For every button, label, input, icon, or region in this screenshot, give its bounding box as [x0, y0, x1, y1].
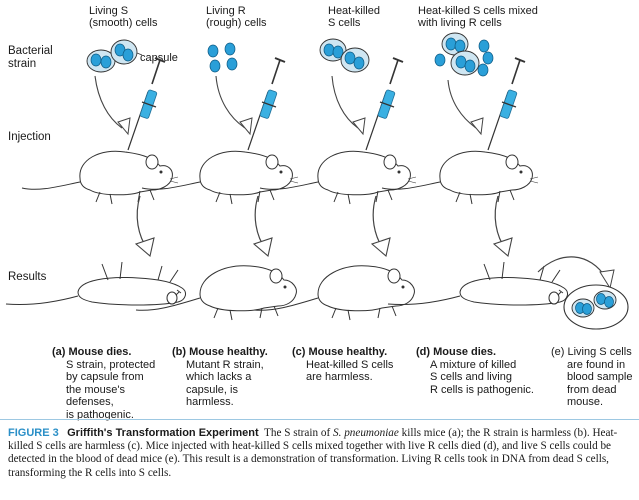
experiment-illustration [5, 32, 629, 330]
result-c-body: Heat-killed S cells are harmless. [306, 358, 394, 384]
result-b: (b) Mouse healthy. Mutant R strain, whic… [172, 346, 268, 409]
result-e: (e) Living S cells are found in blood sa… [551, 346, 632, 409]
caption-title: Griffith's Transformation Experiment [67, 427, 259, 439]
syringe-a [127, 57, 166, 151]
result-d-body: A mixture of killed S cells and living R… [430, 358, 534, 396]
strain-living-s [86, 39, 143, 73]
arrow-result-d [493, 195, 513, 257]
strain-heat-killed-s [319, 38, 370, 73]
arrow-blood-sample [537, 256, 607, 279]
mouse-dead-a [5, 261, 186, 306]
arrow-result-c [371, 195, 391, 257]
syringe-c [365, 57, 404, 151]
caption-divider [0, 419, 639, 420]
mouse-dead-d [387, 261, 568, 306]
arrow-result-b [253, 195, 273, 257]
blood-sample-dish [563, 284, 629, 330]
row-label-injection: Injection [8, 131, 51, 143]
result-b-heading: (b) Mouse healthy. [172, 346, 268, 358]
result-e-heading: (e) Living S cells [551, 346, 632, 358]
column-header-living-r: Living R (rough) cells [206, 5, 267, 29]
syringe-b [247, 57, 286, 151]
caption-text-part2: kills mice (a); the R strain is harmless… [8, 427, 618, 479]
arrow-result-a [135, 195, 155, 257]
column-header-mixed: Heat-killed S cells mixed with living R … [418, 5, 538, 29]
result-e-body: are found in blood sample from dead mous… [567, 358, 633, 409]
result-c: (c) Mouse healthy. Heat-killed S cells a… [292, 346, 393, 384]
column-header-heat-killed-s: Heat-killed S cells [328, 5, 380, 29]
strain-living-r [207, 42, 238, 73]
arrow-strain-b [215, 75, 246, 129]
mouse-injected-a [21, 150, 179, 205]
arrow-strain-d [447, 79, 477, 129]
caption-figure-number: FIGURE 3 [8, 427, 59, 439]
result-d: (d) Mouse dies. A mixture of killed S ce… [416, 346, 534, 396]
result-a: (a) Mouse dies. S strain, protected by c… [52, 346, 155, 422]
result-a-body: S strain, protected by capsule from the … [66, 358, 156, 421]
strain-mixed [434, 32, 494, 77]
result-d-heading: (d) Mouse dies. [416, 346, 497, 358]
arrow-strain-a [94, 75, 123, 129]
caption-species: S. pneumoniae [333, 427, 399, 439]
syringe-d [487, 57, 526, 151]
result-a-heading: (a) Mouse dies. [52, 346, 132, 358]
arrow-strain-c [331, 75, 359, 129]
column-header-living-s: Living S (smooth) cells [89, 5, 158, 29]
figure-caption: FIGURE 3 Griffith's Transformation Exper… [8, 427, 633, 480]
row-label-results: Results [8, 271, 47, 283]
caption-text-part1: The S strain of [264, 427, 333, 439]
row-label-bacterial-strain: Bacterial strain [8, 45, 53, 70]
result-c-heading: (c) Mouse healthy. [292, 346, 388, 358]
capsule-label: capsule [140, 52, 178, 64]
result-b-body: Mutant R strain, which lacks a capsule, … [186, 358, 264, 409]
